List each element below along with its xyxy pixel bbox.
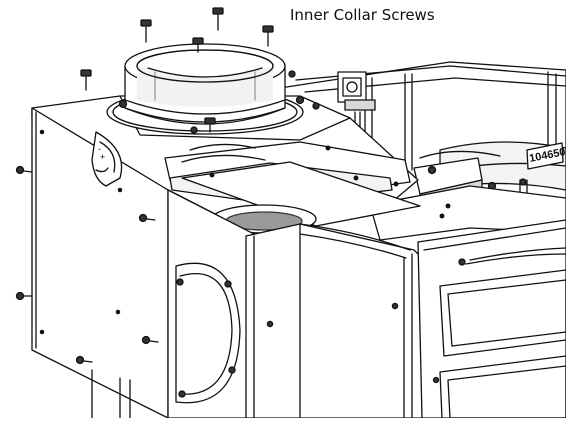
collar-screw (80, 69, 92, 91)
front-door (417, 219, 566, 419)
inner-collar (124, 43, 286, 125)
collar-screw (212, 7, 224, 31)
collar-screw-group (80, 7, 274, 133)
collar-screw (140, 19, 152, 43)
inner-collar-screws-label: Inner Collar Screws (290, 6, 435, 24)
front-shroud (245, 223, 425, 419)
left-side-panel: + - (15, 107, 169, 419)
lower-cabinet (91, 189, 259, 419)
svg-text:+: + (100, 152, 105, 162)
collar-screw (204, 117, 216, 133)
collar-screw (262, 25, 274, 47)
part-number-plate: 104650 (526, 142, 566, 170)
flange-screw-group (118, 70, 320, 134)
collar-screw (192, 37, 204, 53)
svg-text:-: - (98, 144, 101, 154)
